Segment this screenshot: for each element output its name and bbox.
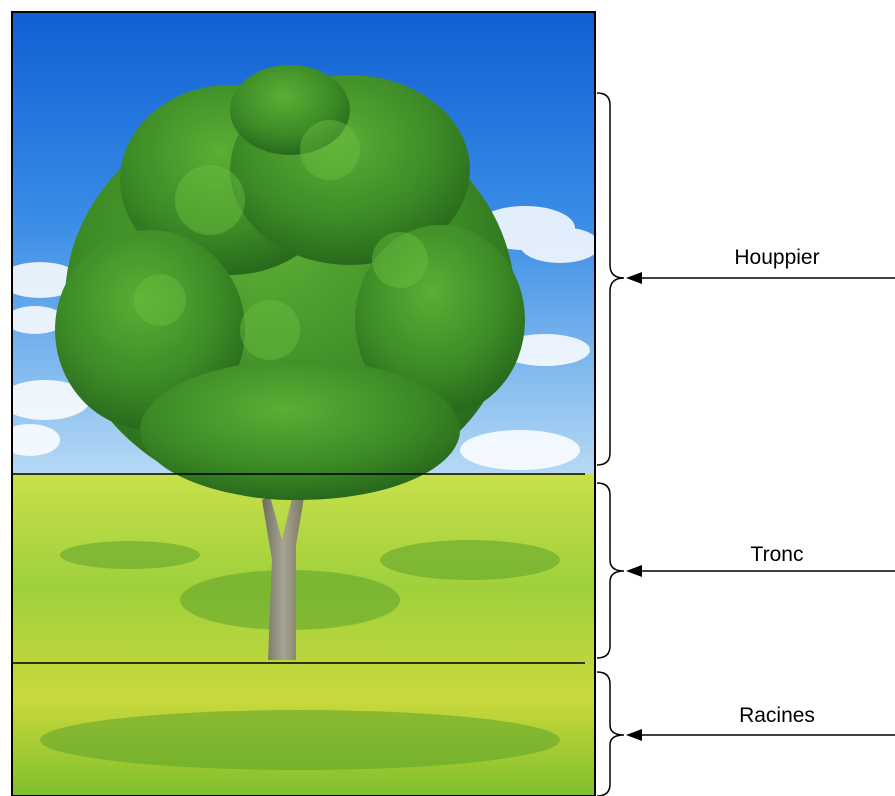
grass-patches [40,540,560,770]
roots-arrow [626,729,895,741]
foliage [55,65,525,500]
photo-frame [11,11,596,796]
roots-label: Racines [739,704,815,727]
clouds [12,206,595,470]
crown-arrow [626,272,895,284]
trunk-arrow [626,565,895,577]
trunk-label: Tronc [751,543,804,566]
crown-label: Houppier [734,246,819,269]
roots-brace [596,671,625,796]
tree-photo [12,12,595,796]
trunk [262,492,305,660]
crown-brace [596,92,625,466]
trunk-brace [596,482,625,659]
foliage-highlights [134,120,428,360]
